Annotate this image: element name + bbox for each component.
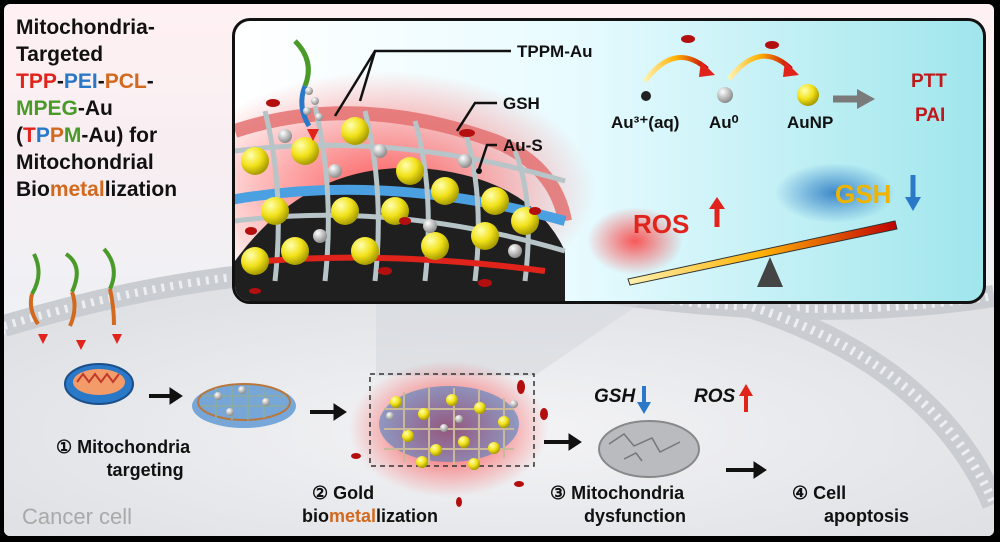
step-4-label: ④ Cell apoptosis [792, 483, 910, 526]
nanoparticle-dot [386, 412, 394, 420]
label-tppm-au: TPPM-Au [517, 42, 593, 61]
step-1-label: ① Mitochondria targeting [56, 437, 191, 480]
nanoparticle-dot [458, 436, 470, 448]
label-aunp: AuNP [787, 113, 834, 132]
nanoparticle-dot [402, 430, 414, 442]
mitochondrion-icon [64, 363, 134, 405]
nanoparticle-dot [510, 400, 518, 408]
zoom-panel: TPPM-Au GSH Au-S Au³⁺(aq) Au⁰ AuNP PTT P… [232, 18, 986, 304]
figure: Mitochondria- Targeted TPP-PEI-PCL- MPEG… [4, 4, 994, 536]
nanoparticle-dot [341, 117, 369, 145]
nanoparticle-dot [468, 458, 480, 470]
nanoparticle-dot [241, 247, 269, 275]
nanoparticle-dot [313, 229, 327, 243]
label-ros-panel: ROS [633, 209, 690, 239]
nanoparticle-dot [351, 237, 379, 265]
ros-increase-label: ROS [694, 386, 736, 407]
label-gsh-panel: GSH [835, 179, 892, 209]
nanoparticle-dot [430, 444, 442, 456]
gsh-molecules [351, 380, 548, 507]
process-arrows [149, 387, 767, 479]
gold-nanoparticles [386, 394, 518, 470]
nanoparticle-dot [291, 137, 319, 165]
nanoparticle-dot [471, 222, 499, 250]
step-3-label: ③ Mitochondria dysfunction [550, 483, 686, 526]
polymer-chains [28, 247, 122, 350]
nanoparticle-dot [390, 396, 402, 408]
label-au3: Au³⁺(aq) [611, 113, 680, 132]
figure-title: Mitochondria- Targeted TPP-PEI-PCL- MPEG… [16, 16, 178, 201]
nanoparticle-dot [331, 197, 359, 225]
nanoparticle-dot [474, 402, 486, 414]
label-au0: Au⁰ [709, 113, 739, 132]
nanoparticle-dot [373, 144, 387, 158]
dysfunctional-mitochondrion [598, 420, 700, 478]
nanoparticle-dot [421, 232, 449, 260]
gsh-decrease-label: GSH [594, 386, 636, 407]
nanoparticle-dot [278, 129, 292, 143]
nanoparticle-dot [328, 164, 342, 178]
nanoparticle-dot [431, 177, 459, 205]
nanoparticle-dot [488, 442, 500, 454]
nanoparticle-dot [455, 415, 463, 423]
label-au-s: Au-S [503, 136, 543, 155]
label-ptt: PTT [911, 71, 947, 92]
targeted-mitochondrion [192, 383, 296, 428]
nanoparticle-dot [498, 416, 510, 428]
cancer-cell-label: Cancer cell [22, 504, 133, 529]
nanoparticle-dot [508, 244, 522, 258]
label-pai: PAI [915, 105, 946, 126]
nanoparticle-dot [440, 424, 448, 432]
nanoparticle-dot [446, 394, 458, 406]
nanoparticle-dot [281, 237, 309, 265]
nanoparticle-dot [481, 187, 509, 215]
nanoparticle-dot [241, 147, 269, 175]
nanoparticle-dot [396, 157, 424, 185]
nanoparticle-dot [458, 154, 472, 168]
nanoparticle-dot [261, 197, 289, 225]
ros-up-arrow [739, 384, 753, 412]
label-gsh: GSH [503, 94, 540, 113]
zoom-illustration [235, 35, 921, 301]
nanoparticle-dot [423, 219, 437, 233]
step-2-label: ② Gold biometallization [302, 483, 439, 526]
nanoparticle-dot [416, 456, 428, 468]
nanoparticle-dot [418, 408, 430, 420]
gsh-down-arrow [637, 386, 651, 414]
